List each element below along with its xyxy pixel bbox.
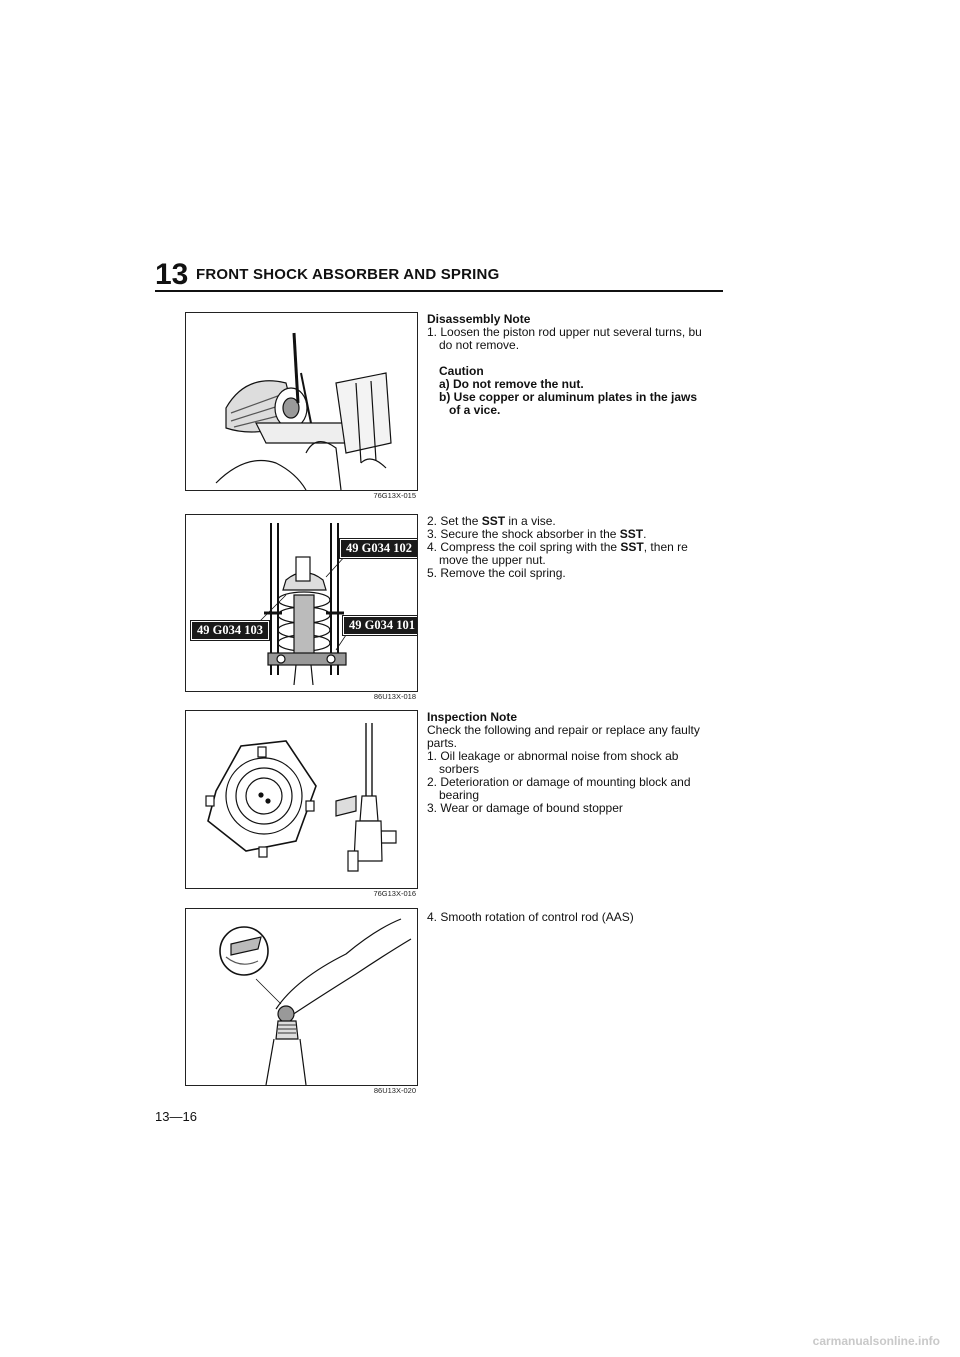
disassembly-step-1-cont: do not remove. (439, 338, 520, 352)
caution-heading: Caution (439, 364, 484, 378)
inspection-continued: 4. Smooth rotation of control rod (AAS) (427, 911, 727, 924)
step-5: 5. Remove the coil spring. (427, 566, 566, 580)
figure-code: 86U13X-018 (373, 692, 416, 701)
inspection-item-1: 1. Oil leakage or abnormal noise from sh… (427, 749, 679, 763)
page-number: 13—16 (155, 1109, 197, 1124)
step-2-text: 2. Set the (427, 514, 482, 528)
inspection-intro-cont: parts. (427, 736, 458, 750)
figure-inspection-parts (185, 710, 418, 889)
sst-term: SST (481, 514, 506, 528)
loosen-nut-illustration (215, 332, 392, 490)
figure-loosen-nut (185, 312, 418, 491)
disassembly-note: Disassembly Note 1. Loosen the piston ro… (427, 313, 727, 417)
callout-49g034103: 49 G034 103 (190, 620, 270, 641)
figure-code: 76G13X-015 (373, 491, 416, 500)
inspection-item-3: 3. Wear or damage of bound stopper (427, 801, 623, 815)
step-4-cont: move the upper nut. (439, 553, 546, 567)
step-3-text-end: . (643, 527, 647, 541)
step-4: 4. Compress the coil spring with the SST… (427, 541, 727, 554)
figure-control-rod (185, 908, 418, 1086)
caution-a: a) Do not remove the nut. (439, 377, 584, 391)
inspection-intro: Check the following and repair or replac… (427, 723, 700, 737)
site-watermark: carmanualsonline.info (812, 1334, 940, 1348)
inspection-item-1-cont: sorbers (439, 762, 480, 776)
header-divider (155, 290, 723, 292)
procedure-steps: 2. Set the SST in a vise. 3. Secure the … (427, 515, 727, 580)
inspection-item-2: 2. Deterioration or damage of mounting b… (427, 775, 691, 789)
page-title: FRONT SHOCK ABSORBER AND SPRING (196, 266, 500, 283)
chapter-number: 13 (155, 258, 189, 291)
inspection-item-4: 4. Smooth rotation of control rod (AAS) (427, 910, 634, 924)
callout-49g034102: 49 G034 102 (339, 538, 417, 559)
caution-b: b) Use copper or aluminum plates in the … (439, 390, 698, 404)
step-3: 3. Secure the shock absorber in the SST. (427, 528, 727, 541)
sst-term: SST (620, 540, 644, 554)
figure-sst-vise: 49 G034 102 49 G034 103 49 G034 101 (185, 514, 418, 692)
inspection-item-2-cont: bearing (439, 788, 480, 802)
step-3-text: 3. Secure the shock absorber in the (427, 527, 620, 541)
disassembly-heading: Disassembly Note (427, 312, 531, 326)
caution-b-cont: of a vice. (449, 403, 501, 417)
step-4-text: 4. Compress the coil spring with the (427, 540, 621, 554)
step-2: 2. Set the SST in a vise. (427, 515, 727, 528)
inspection-heading: Inspection Note (427, 710, 518, 724)
mounting-block-and-shock-illustration (205, 723, 397, 872)
sst-spring-compressor-illustration (255, 523, 347, 686)
step-4-text-end: , then re (643, 540, 688, 554)
step-2-text-end: in a vise. (505, 514, 556, 528)
callout-49g034101: 49 G034 101 (342, 615, 417, 636)
inspection-note: Inspection Note Check the following and … (427, 711, 727, 815)
figure-code: 86U13X-020 (373, 1086, 416, 1095)
figure-code: 76G13X-016 (373, 889, 416, 898)
control-rod-illustration (219, 918, 412, 1085)
sst-term: SST (619, 527, 644, 541)
disassembly-step-1: 1. Loosen the piston rod upper nut sever… (427, 325, 702, 339)
